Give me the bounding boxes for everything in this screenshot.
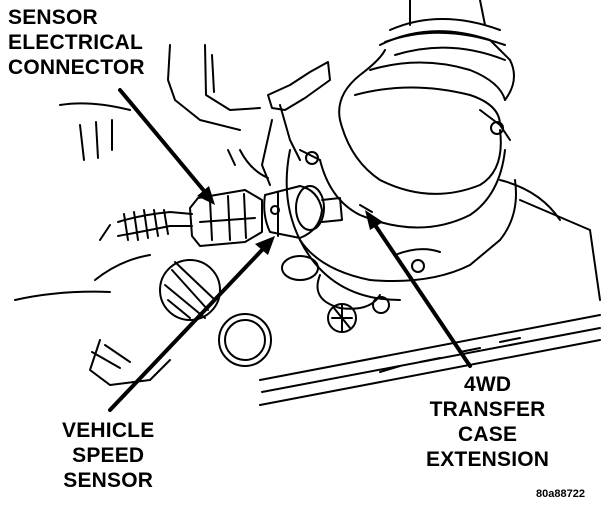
callout-line: SENSOR — [63, 469, 154, 492]
arrow-transfer-head — [365, 210, 383, 230]
sensor-electrical-connector — [189, 189, 263, 247]
leader-arrows — [108, 88, 472, 412]
driveshaft-boot — [384, 0, 506, 61]
figure-code: 80a88722 — [536, 488, 585, 500]
callout-line: SPEED — [72, 444, 145, 467]
mounting-bracket — [227, 61, 331, 186]
vehicle-speed-sensor — [263, 185, 343, 239]
callout-line: EXTENSION — [426, 448, 550, 471]
arrow-sensor-leader — [108, 248, 264, 412]
callout-line: CONNECTOR — [8, 56, 145, 79]
transfer-case-housing — [281, 30, 517, 310]
body-frame-outline — [14, 44, 601, 406]
arrow-connector-head — [197, 186, 215, 205]
callout-vehicle-speed-sensor: VEHICLE SPEED SENSOR — [62, 418, 154, 493]
callout-line: SENSOR — [8, 6, 98, 29]
callout-line: 4WD — [463, 373, 512, 396]
callout-line: ELECTRICAL — [8, 31, 143, 54]
callout-4wd-transfer-case-extension: 4WD TRANSFER CASE EXTENSION — [426, 372, 549, 472]
arrow-transfer-leader — [373, 223, 472, 368]
arrow-sensor-head — [255, 236, 275, 255]
callout-line: TRANSFER — [429, 398, 546, 421]
arrow-connector-leader — [118, 88, 207, 194]
callout-sensor-electrical-connector: SENSOR ELECTRICAL CONNECTOR — [8, 5, 145, 80]
callout-line: VEHICLE — [62, 419, 155, 442]
round-plugs — [159, 259, 390, 367]
wire-harness — [99, 209, 193, 241]
callout-line: CASE — [458, 423, 518, 446]
